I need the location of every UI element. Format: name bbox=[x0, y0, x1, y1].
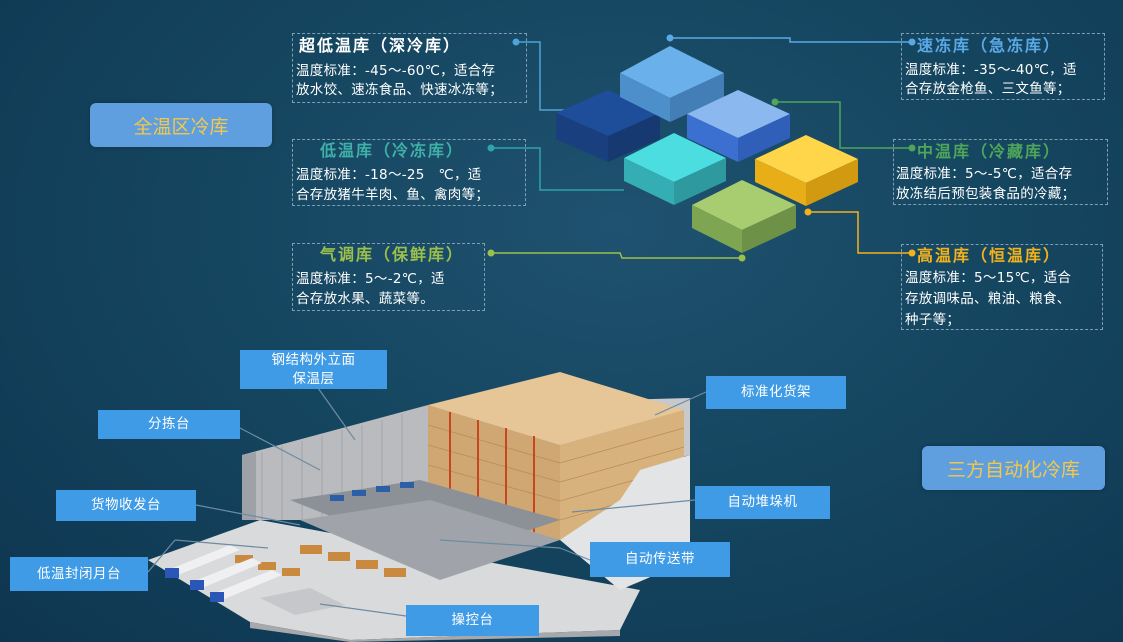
callout-facade-insulation: 钢结构外立面 保温层 bbox=[240, 350, 387, 389]
callout-facade-line2: 保温层 bbox=[292, 370, 335, 387]
zone-ultra-low-desc2: 放水饺、速冻食品、快速冰冻等； bbox=[296, 82, 503, 98]
connector-high bbox=[808, 211, 912, 254]
connector-mid bbox=[775, 101, 912, 149]
callout-standard-racks: 标准化货架 bbox=[706, 376, 846, 409]
callout-sealed-dock: 低温封闭月台 bbox=[10, 557, 148, 591]
zone-high-desc2: 存放调味品、粮油、粮食、 bbox=[905, 291, 1071, 307]
zone-mid-desc1: 温度标准：5～-5℃，适合存 bbox=[896, 166, 1073, 182]
zone-high-box bbox=[901, 244, 1103, 330]
zone-ultra-low-title: 超低温库（深冷库） bbox=[299, 36, 462, 55]
zone-ca-desc1: 温度标准：5～-2℃，适 bbox=[296, 271, 445, 287]
zone-quick-title: 速冻库（急冻库） bbox=[917, 36, 1062, 55]
tile-high-temp bbox=[755, 135, 858, 206]
connector-low bbox=[491, 147, 624, 191]
callout-receiving-station: 货物收发台 bbox=[56, 490, 196, 521]
all-temperature-zone-label: 全温区冷库 bbox=[90, 103, 272, 147]
tile-quick-freeze bbox=[620, 46, 724, 122]
callout-conveyor: 自动传送带 bbox=[590, 542, 730, 577]
callout-facade-line1: 钢结构外立面 bbox=[271, 351, 356, 368]
zone-high-desc3: 种子等； bbox=[905, 312, 961, 328]
zone-ca-desc2: 合存放水果、蔬菜等。 bbox=[296, 291, 434, 307]
zone-low-box bbox=[292, 139, 526, 206]
zone-quick-box bbox=[901, 33, 1105, 100]
callout-control-console: 操控台 bbox=[406, 605, 539, 636]
zone-quick-desc1: 温度标准：-35～-40℃，适 bbox=[905, 62, 1077, 78]
zone-low-desc2: 合存放猪牛羊肉、鱼、禽肉等； bbox=[296, 187, 490, 203]
zone-ultra-low-desc1: 温度标准：-45～-60℃，适合存 bbox=[296, 63, 496, 79]
callout-sorting-station: 分拣台 bbox=[98, 410, 240, 439]
zone-mid-box bbox=[893, 139, 1108, 205]
tile-controlled-atmosphere bbox=[692, 180, 796, 253]
tile-frozen bbox=[624, 133, 726, 205]
third-party-automated-cold-storage-label: 三方自动化冷库 bbox=[922, 446, 1105, 490]
connector-quick bbox=[670, 37, 912, 43]
tile-chilled bbox=[687, 90, 790, 162]
zone-low-desc1: 温度标准：-18～-25 ℃，适 bbox=[296, 167, 482, 183]
zone-high-title: 高温库（恒温库） bbox=[917, 246, 1062, 265]
zone-high-desc1: 温度标准：5～15℃，适合 bbox=[905, 270, 1072, 286]
zone-low-title: 低温库（冷冻库） bbox=[320, 141, 465, 160]
connector-ca bbox=[491, 252, 742, 259]
zone-quick-desc2: 合存放金枪鱼、三文鱼等； bbox=[905, 81, 1071, 97]
zone-ultra-low-box bbox=[292, 33, 527, 103]
callout-stacker-crane: 自动堆垛机 bbox=[695, 486, 830, 519]
zone-ca-box bbox=[292, 243, 485, 311]
zone-mid-desc2: 放冻结后预包装食品的冷藏； bbox=[896, 186, 1076, 202]
zone-ca-title: 气调库（保鲜库） bbox=[320, 245, 465, 264]
zone-mid-title: 中温库（冷藏库） bbox=[917, 142, 1062, 161]
